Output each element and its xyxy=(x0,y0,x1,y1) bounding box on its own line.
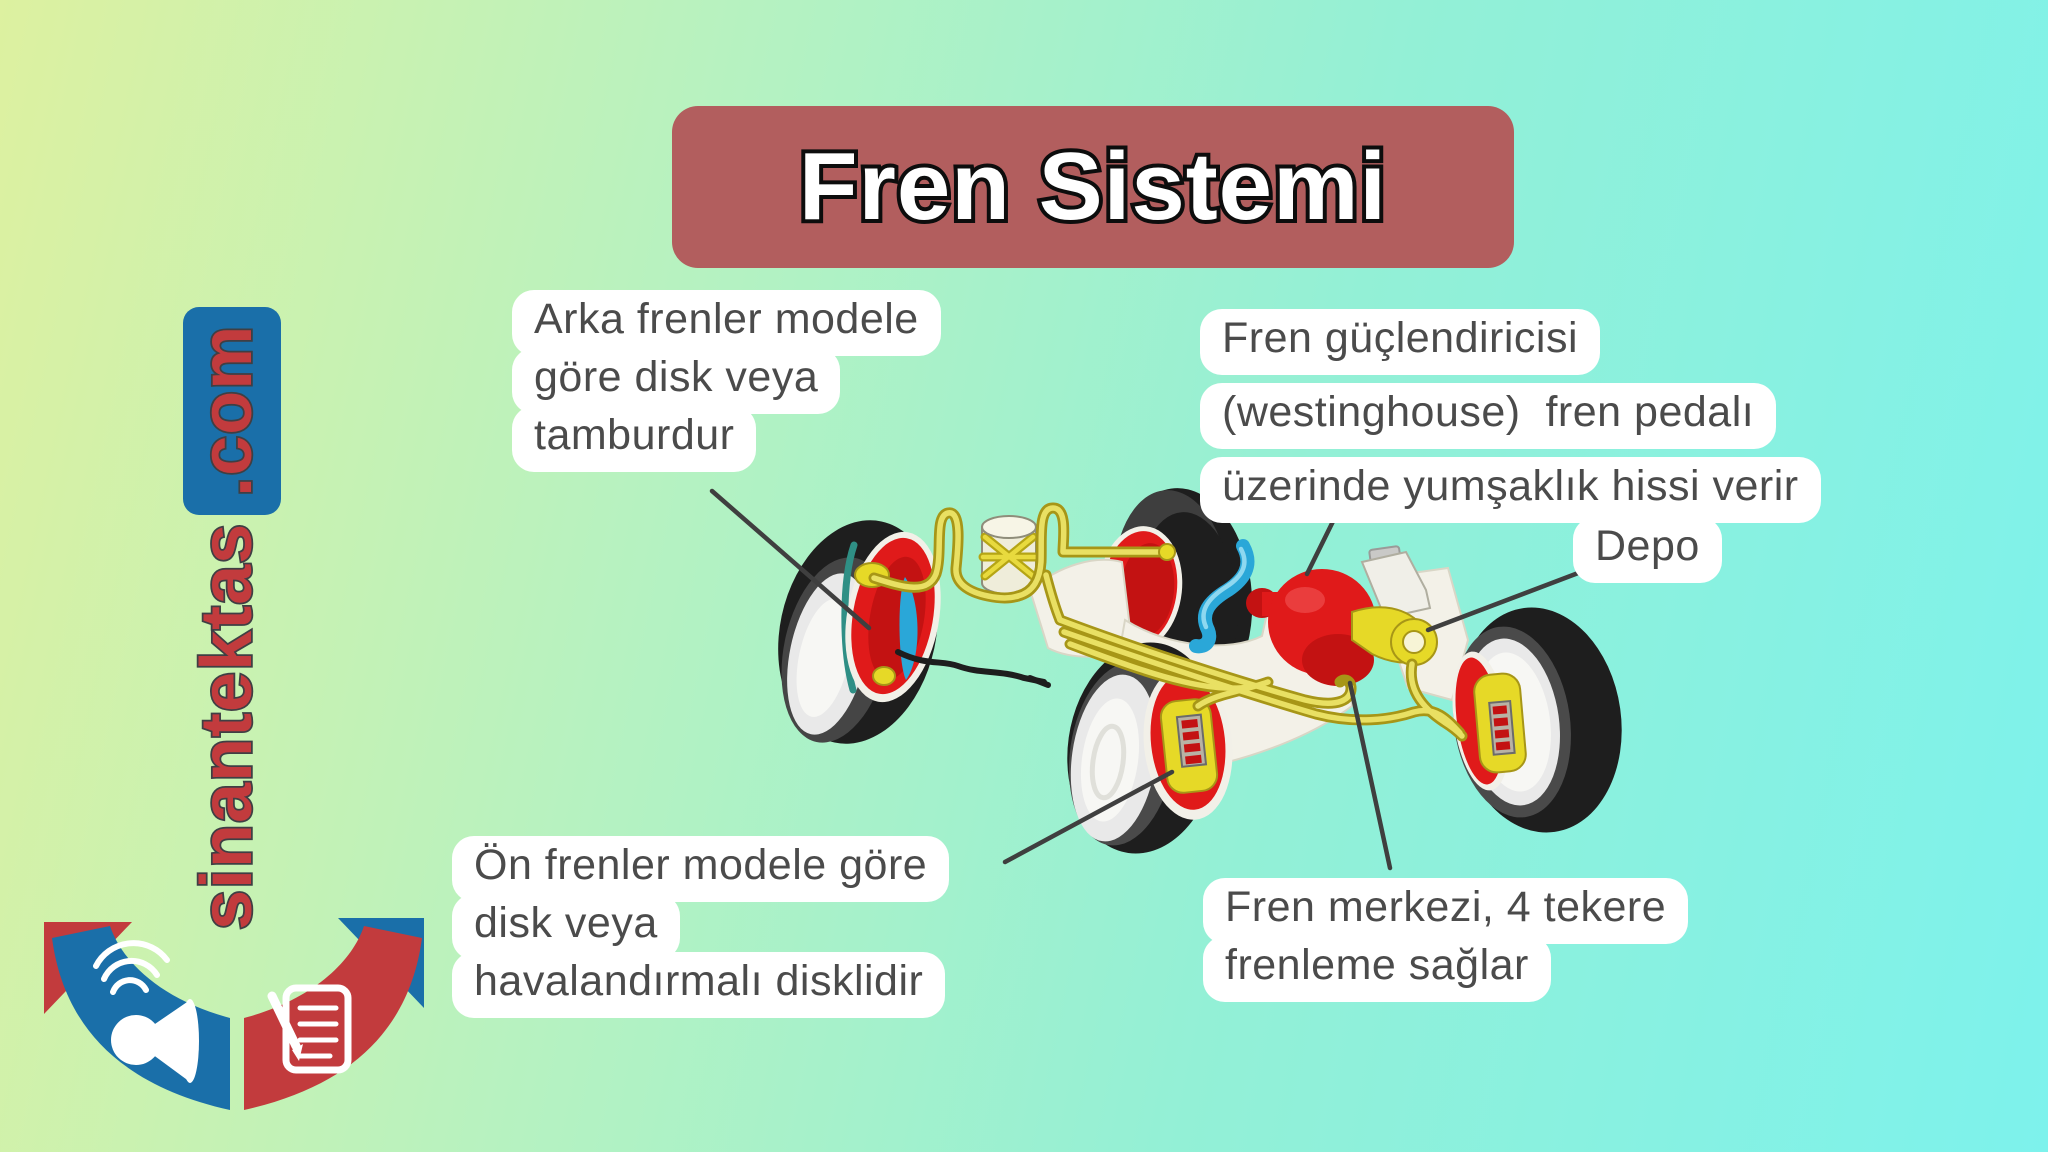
parking-cable xyxy=(895,649,1051,688)
title-banner: Fren Sistemi xyxy=(672,106,1514,268)
brake-hose xyxy=(1189,539,1255,654)
label-line: (westinghouse) fren pedalı xyxy=(1200,382,1777,449)
label-line: frenleme sağlar xyxy=(1203,935,1551,1002)
watermark-tld: .com xyxy=(183,306,281,515)
label-line: havalandırmalı disklidir xyxy=(452,951,946,1018)
label-line: tamburdur xyxy=(512,405,757,472)
pointer-master-cylinder xyxy=(1347,680,1393,871)
pointer-rear-brakes xyxy=(709,488,872,631)
label-line: Depo xyxy=(1573,517,1722,583)
notepad-pencil-icon xyxy=(267,984,352,1074)
front-right-wheel xyxy=(1452,607,1622,833)
logo-red-fan xyxy=(244,926,422,1110)
rear-left-wheel xyxy=(778,520,941,744)
watermark-name: sinantektas xyxy=(185,521,269,932)
pointer-front-brakes xyxy=(1002,769,1175,865)
label-line: Fren güçlendiricisi xyxy=(1200,309,1601,375)
brand-logo xyxy=(44,918,424,1110)
front-left-wheel xyxy=(1067,642,1233,854)
page-title: Fren Sistemi xyxy=(795,129,1390,244)
pointer-lines xyxy=(709,486,1597,871)
label-line: göre disk veya xyxy=(512,347,841,414)
label-depo: Depo xyxy=(1573,517,1722,583)
label-line: Fren merkezi, 4 tekere xyxy=(1203,878,1689,944)
watermark: sinantektas.com xyxy=(183,306,281,932)
label-line: Ön frenler modele göre xyxy=(452,836,950,902)
pointer-depo xyxy=(1425,564,1597,633)
line-fitting xyxy=(1158,543,1176,561)
fluid-reservoir xyxy=(978,515,1040,595)
label-line: disk veya xyxy=(452,893,680,960)
megaphone-icon xyxy=(93,940,199,1083)
label-line: Arka frenler modele xyxy=(512,290,941,356)
label-rear-brakes: Arka frenler modele göre disk veya tambu… xyxy=(512,290,941,472)
label-front-brakes: Ön frenler modele göre disk veya havalan… xyxy=(452,836,950,1018)
brake-lines xyxy=(868,502,1468,742)
label-booster: Fren güçlendiricisi (westinghouse) fren … xyxy=(1200,309,1821,523)
label-line: üzerinde yumşaklık hissi verir xyxy=(1200,456,1821,523)
label-master-cylinder: Fren merkezi, 4 tekere frenleme sağlar xyxy=(1203,878,1689,1002)
